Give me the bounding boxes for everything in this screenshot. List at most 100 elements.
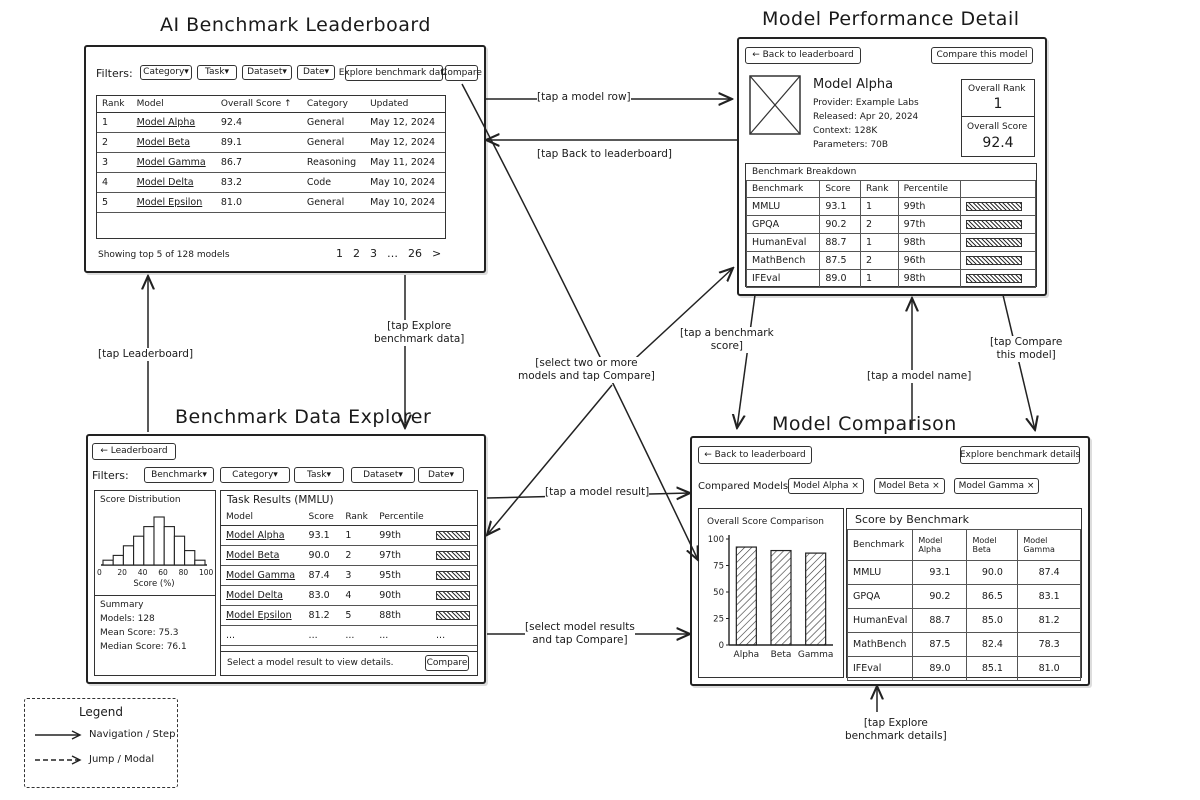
filter-dataset[interactable]: Dataset [242, 65, 292, 80]
model-chip[interactable]: Model Gamma [953, 478, 1040, 494]
col-rank: Rank [859, 180, 899, 198]
model-link[interactable]: Model Epsilon [131, 192, 216, 213]
score-cell[interactable]: 93.1 [819, 197, 861, 216]
alpha-score[interactable]: 87.5 [912, 632, 968, 657]
explore-benchmark-data-button[interactable]: Explore benchmark data [339, 65, 449, 81]
gamma-score[interactable]: 81.0 [1017, 656, 1081, 681]
col-model-alpha: Model Alpha [912, 529, 968, 561]
showing-count: Showing top 5 of 128 models [98, 250, 230, 260]
compare-results-button[interactable]: Compare [425, 655, 469, 671]
back-to-leaderboard-button[interactable]: ← Back to leaderboard [745, 47, 861, 64]
page-link[interactable]: > [432, 247, 442, 260]
alpha-score[interactable]: 90.2 [912, 584, 968, 609]
beta-score[interactable]: 85.1 [966, 656, 1019, 681]
model-link[interactable]: Model Delta [131, 172, 216, 193]
back-to-leaderboard-button[interactable]: ← Back to leaderboard [698, 446, 812, 464]
page-link[interactable]: 2 [353, 247, 360, 260]
col-benchmark: Benchmark [745, 180, 821, 198]
compare-this-model-button[interactable]: Compare this model [931, 47, 1033, 64]
model-link[interactable]: Model Alpha [221, 525, 304, 546]
annot-tap-model-name: [tap a model name] [867, 370, 972, 384]
filter-benchmark[interactable]: Benchmark [144, 467, 214, 483]
beta-score[interactable]: 86.5 [966, 584, 1019, 609]
model-chip[interactable]: Model Alpha [788, 478, 864, 494]
filter-dataset[interactable]: Dataset [351, 467, 415, 483]
page-link[interactable]: 3 [370, 247, 377, 260]
remove-icon[interactable] [1024, 481, 1034, 491]
dist-bar [153, 516, 165, 566]
score-cell[interactable]: 90.2 [819, 215, 861, 234]
alpha-score[interactable]: 88.7 [912, 608, 968, 633]
category-cell: General [301, 112, 366, 133]
model-link[interactable]: Model Alpha [131, 112, 216, 133]
bar-fill [965, 220, 1022, 229]
model-link[interactable]: Model Gamma [131, 152, 216, 173]
cmp-y-tick-label: 50 [713, 588, 724, 598]
remove-icon[interactable] [848, 481, 858, 491]
remove-icon[interactable] [929, 481, 939, 491]
dist-bar [112, 554, 124, 566]
category-cell: General [301, 192, 366, 213]
filter-date[interactable]: Date [418, 467, 464, 483]
model-link[interactable]: Model Gamma [221, 565, 304, 586]
filter-task[interactable]: Task [197, 65, 237, 80]
arrow-detail-to-comparison [737, 294, 756, 428]
score-cell[interactable]: 88.7 [819, 233, 861, 252]
gamma-score[interactable]: 87.4 [1017, 560, 1081, 585]
gamma-score[interactable]: 81.2 [1017, 608, 1081, 633]
gamma-score[interactable]: 83.1 [1017, 584, 1081, 609]
model-link[interactable]: Model Epsilon [221, 605, 304, 626]
score-cell[interactable]: 89.0 [819, 269, 861, 288]
model-link[interactable]: Model Delta [221, 585, 304, 606]
col-overall-score[interactable]: Overall Score ↑ [215, 96, 302, 113]
filter-category[interactable]: Category [140, 65, 192, 80]
beta-score[interactable]: 82.4 [966, 632, 1019, 657]
explore-benchmark-details-button[interactable]: Explore benchmark details [960, 446, 1080, 464]
back-leaderboard-button[interactable]: ← Leaderboard [92, 443, 176, 460]
percentile-cell: 98th [897, 269, 961, 288]
page-link[interactable]: 1 [336, 247, 343, 260]
beta-score[interactable]: 90.0 [966, 560, 1019, 585]
filter-task[interactable]: Task [294, 467, 344, 483]
beta-score[interactable]: 85.0 [966, 608, 1019, 633]
col-rank: Rank [97, 96, 132, 113]
alpha-score[interactable]: 89.0 [912, 656, 968, 681]
filter-date[interactable]: Date [297, 65, 335, 80]
annot-tap-explore-details: [tap Explore benchmark details] [845, 717, 947, 744]
page-link[interactable]: 26 [408, 247, 422, 260]
model-link[interactable]: Model Beta [221, 545, 304, 566]
percentile-bar [959, 251, 1037, 270]
alpha-score[interactable]: 93.1 [912, 560, 968, 585]
rank-cell: 3 [340, 565, 375, 586]
model-link[interactable]: ... [221, 625, 304, 646]
percentile-bar [431, 585, 477, 606]
gamma-score[interactable]: 78.3 [1017, 632, 1081, 657]
page-link[interactable]: … [387, 247, 398, 260]
dist-tick-label: 40 [137, 568, 148, 577]
legend-jump: Jump / Modal [89, 754, 155, 765]
dist-bar [122, 545, 135, 566]
compare-button[interactable]: Compare [441, 65, 482, 81]
table-row[interactable]: ............... [221, 625, 477, 646]
score-cell[interactable]: 87.5 [819, 251, 861, 270]
legend: Legend Navigation / Step Jump / Modal [24, 698, 178, 788]
rank-cell: 1 [859, 233, 899, 252]
model-chip[interactable]: Model Beta [873, 478, 945, 494]
detail-title: Model Performance Detail [762, 8, 1020, 30]
filter-category[interactable]: Category [220, 467, 290, 483]
model-link[interactable]: Model Beta [131, 132, 216, 153]
